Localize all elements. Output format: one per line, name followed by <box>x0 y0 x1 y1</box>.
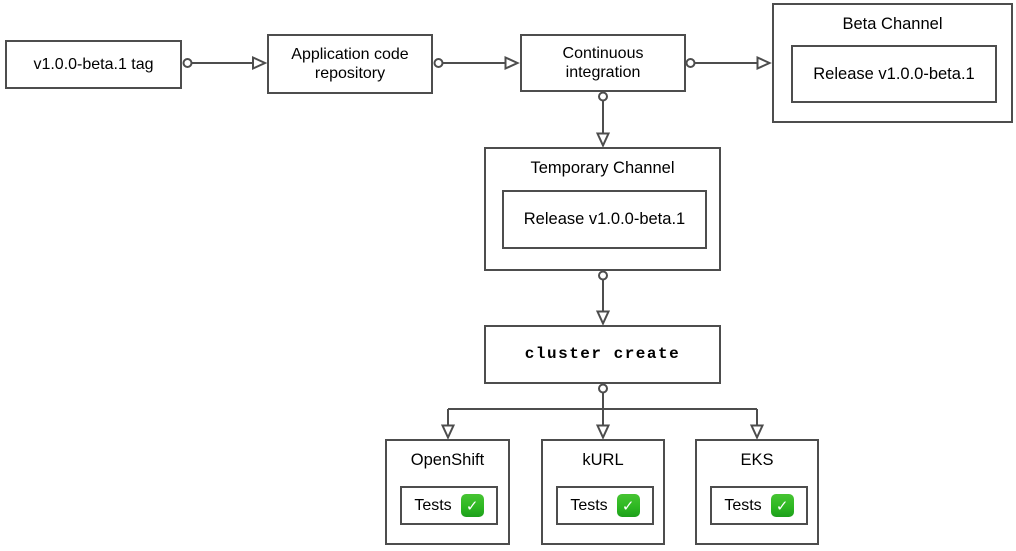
openshift-title: OpenShift <box>410 451 485 469</box>
connector-tag-to-repo <box>182 55 268 71</box>
node-openshift: OpenShift Tests ✓ <box>385 439 510 545</box>
beta-channel-release-box: Release v1.0.0-beta.1 <box>791 45 997 103</box>
continuous-integration-label: Continuous integration <box>562 44 644 81</box>
temporary-channel-release-box: Release v1.0.0-beta.1 <box>502 190 707 249</box>
temporary-channel-release-label: Release v1.0.0-beta.1 <box>523 210 686 228</box>
eks-tests-label: Tests <box>724 496 762 514</box>
eks-title: EKS <box>740 451 774 469</box>
check-mark-icon: ✓ <box>616 494 640 517</box>
node-eks: EKS Tests ✓ <box>695 439 819 545</box>
eks-tests-box: Tests ✓ <box>710 486 808 525</box>
application-code-repository-label: Application code repository <box>291 45 409 82</box>
openshift-tests-box: Tests ✓ <box>400 486 498 525</box>
connector-repo-to-ci <box>433 55 520 71</box>
connector-ci-to-temporary-channel <box>595 91 611 148</box>
openshift-tests-label: Tests <box>414 496 452 514</box>
connector-cluster-create-to-clusters <box>440 383 765 440</box>
connector-ci-to-beta-channel <box>685 55 772 71</box>
check-mark-icon: ✓ <box>460 494 484 517</box>
beta-channel-title: Beta Channel <box>842 15 943 33</box>
node-version-tag: v1.0.0-beta.1 tag <box>5 40 182 89</box>
node-kurl: kURL Tests ✓ <box>541 439 665 545</box>
node-continuous-integration: Continuous integration <box>520 34 686 92</box>
check-mark-icon: ✓ <box>770 494 794 517</box>
node-beta-channel: Beta Channel Release v1.0.0-beta.1 <box>772 3 1013 123</box>
node-cluster-create: cluster create <box>484 325 721 384</box>
beta-channel-release-label: Release v1.0.0-beta.1 <box>813 64 975 83</box>
connector-temporary-channel-to-cluster-create <box>595 270 611 326</box>
kurl-tests-label: Tests <box>570 496 608 514</box>
kurl-title: kURL <box>582 451 624 469</box>
version-tag-label: v1.0.0-beta.1 tag <box>33 55 154 73</box>
node-temporary-channel: Temporary Channel Release v1.0.0-beta.1 <box>484 147 721 271</box>
kurl-tests-box: Tests ✓ <box>556 486 654 525</box>
temporary-channel-title: Temporary Channel <box>530 159 675 177</box>
node-application-code-repository: Application code repository <box>267 34 433 94</box>
cluster-create-label: cluster create <box>524 344 681 363</box>
